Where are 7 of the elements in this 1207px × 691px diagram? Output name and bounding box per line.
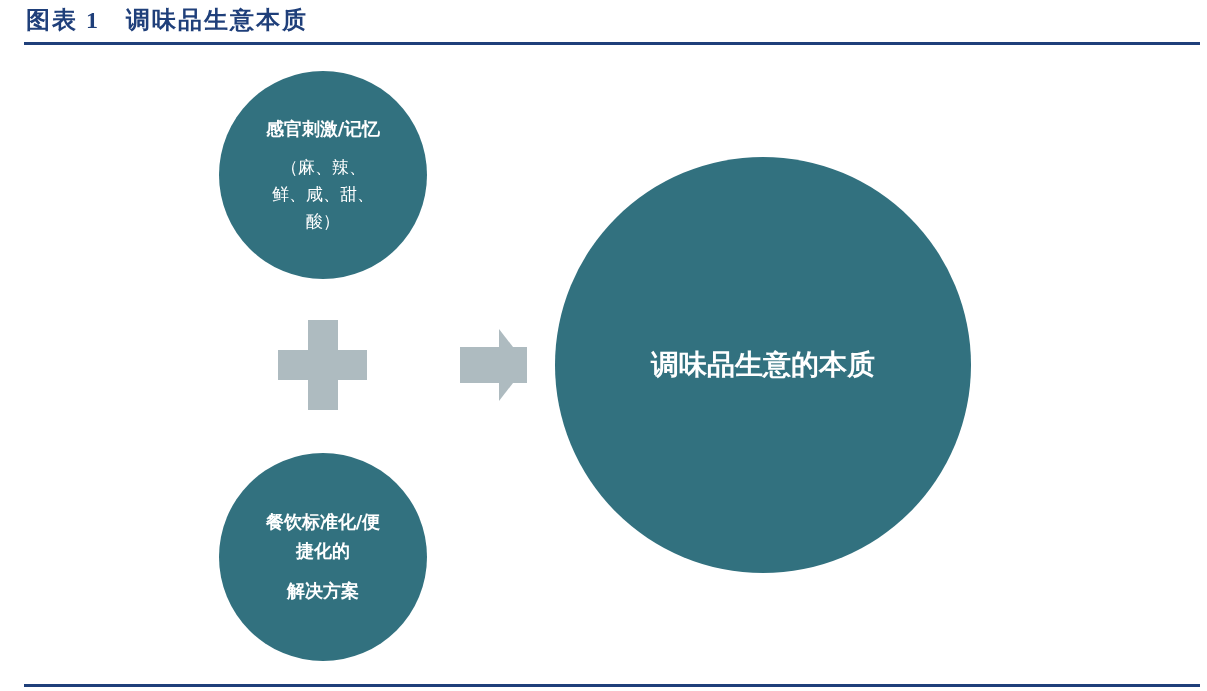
node-heading: 调味品生意的本质 — [651, 346, 875, 383]
node-heading: 餐饮标准化/便捷化的 — [264, 509, 382, 563]
figure-title: 图表 1 调味品生意本质 — [26, 6, 308, 35]
block-arrow — [460, 329, 527, 401]
node-heading: 感官刺激/记忆 — [265, 116, 381, 141]
node-text: 解决方案 — [287, 579, 359, 604]
node-text: （麻、辣、鲜、咸、甜、酸） — [271, 155, 375, 233]
